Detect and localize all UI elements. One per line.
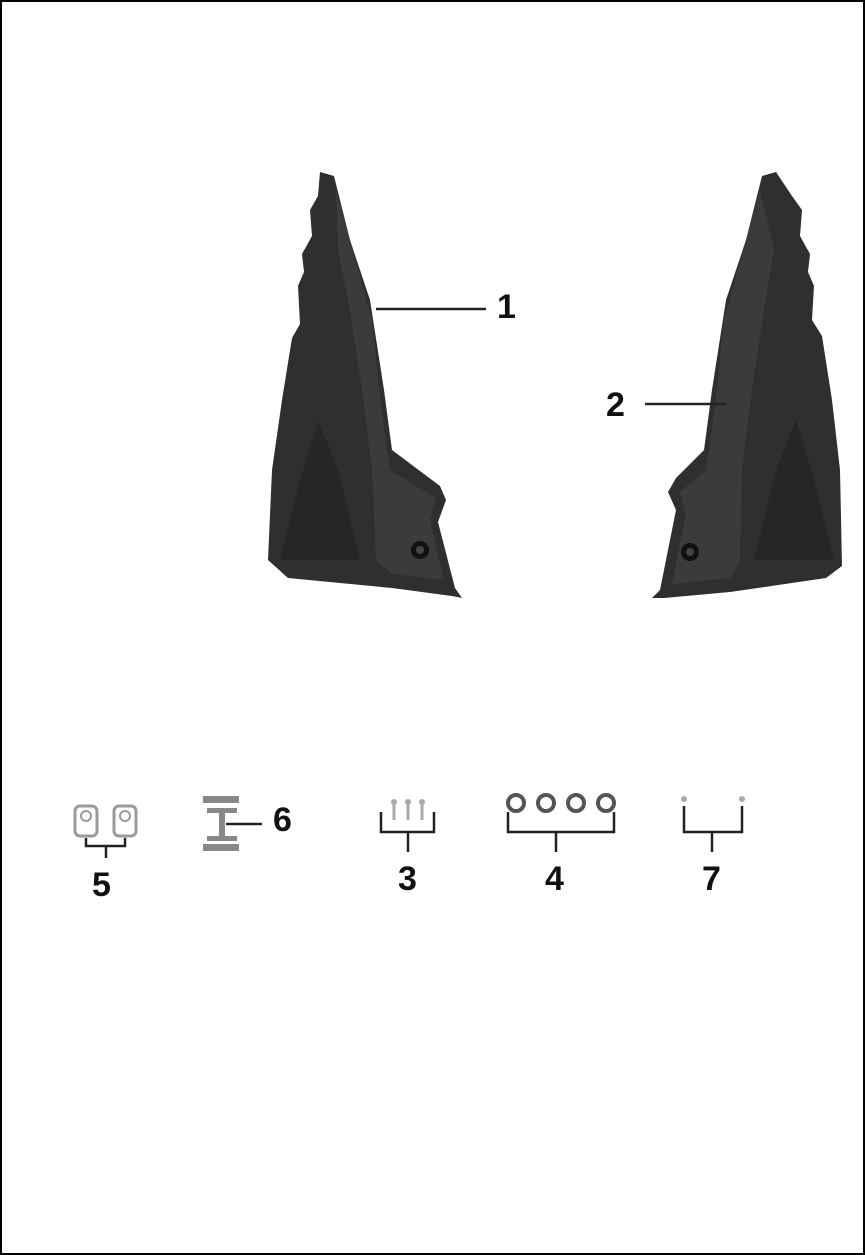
washer-set — [508, 795, 614, 811]
screw-set — [391, 799, 425, 820]
callout-7: 7 — [702, 860, 721, 898]
callout-1: 1 — [497, 288, 516, 326]
left-side-cover — [268, 172, 462, 598]
bracket-5 — [86, 838, 125, 858]
callout-3: 3 — [398, 860, 417, 898]
right-side-cover — [652, 172, 842, 598]
bracket-7 — [684, 806, 742, 852]
callout-2: 2 — [606, 386, 625, 424]
pin-set — [681, 796, 745, 802]
callout-5: 5 — [92, 866, 111, 904]
callout-4: 4 — [545, 860, 564, 898]
callout-6: 6 — [273, 801, 292, 839]
nut-set — [75, 806, 136, 836]
bracket-4 — [508, 812, 614, 852]
